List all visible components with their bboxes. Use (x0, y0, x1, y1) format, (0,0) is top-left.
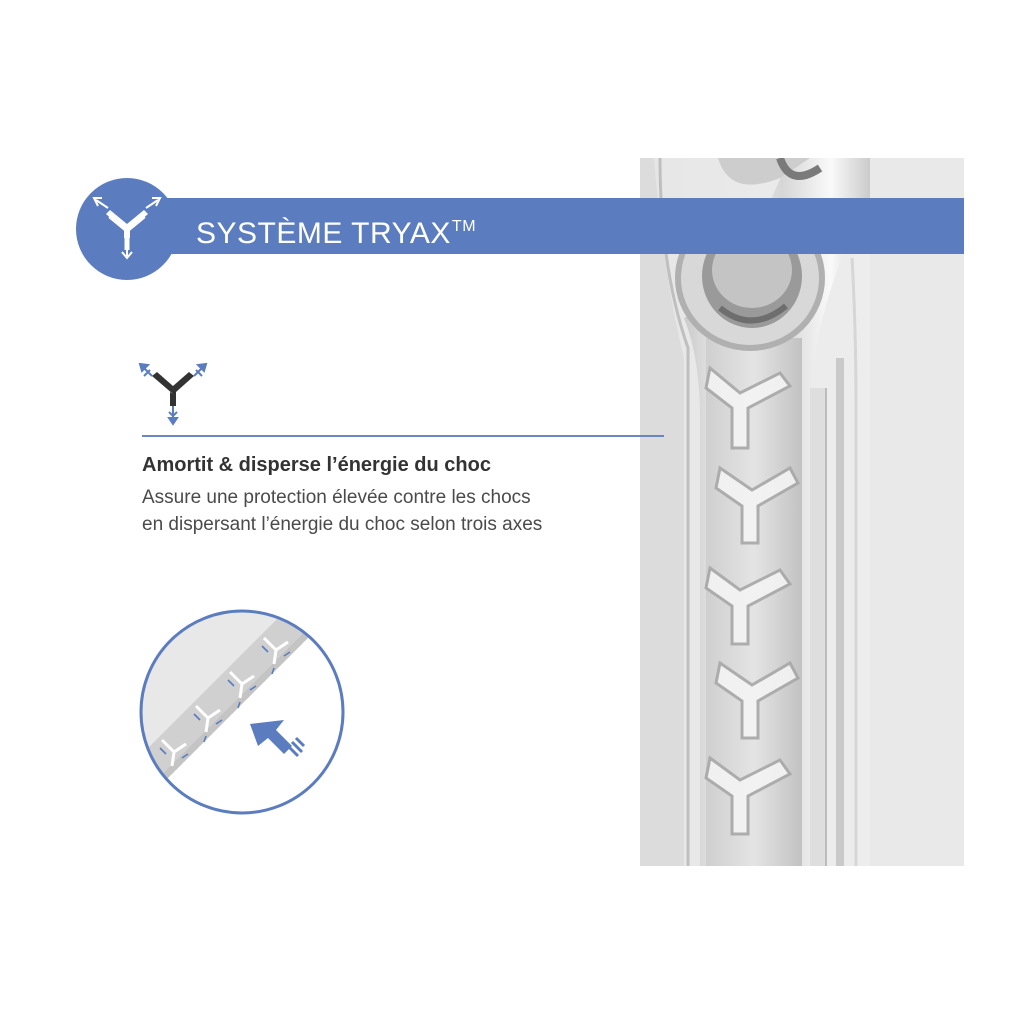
trademark-mark: TM (451, 218, 477, 235)
feature-description-line-1: Assure une protection élevée contre les … (142, 487, 531, 508)
feature-heading: Amortit & disperse l’énergie du choc (142, 454, 491, 476)
three-axis-dispersion-icon (138, 362, 208, 426)
feature-description: Assure une protection élevée contre les … (142, 484, 632, 538)
impact-arrow-icon (250, 720, 306, 758)
banner-title: SYSTÈME TRYAXTM (196, 217, 477, 250)
detail-magnifier (139, 609, 345, 815)
title-banner (140, 198, 964, 254)
feature-description-line-2: en dispersant l’énergie du choc selon tr… (142, 514, 543, 535)
product-case-photo (640, 158, 964, 866)
tryax-three-axis-icon (92, 197, 162, 260)
rib-pattern (160, 636, 289, 767)
tryax-badge (76, 178, 178, 280)
section-divider (142, 435, 664, 437)
